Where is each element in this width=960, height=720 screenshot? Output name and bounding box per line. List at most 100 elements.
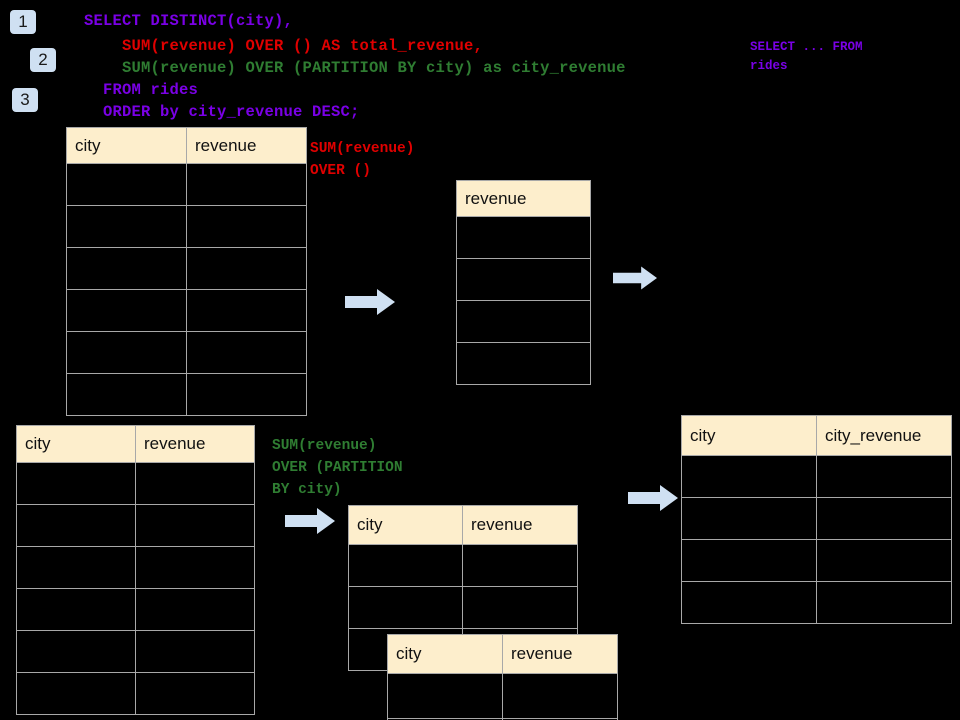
table-header-row: city revenue [66,127,307,164]
cell-city [66,331,187,374]
cell-city [16,588,136,631]
cell-city [66,289,187,332]
cell-revenue [135,672,255,715]
arrow-top-right-icon [613,266,657,290]
cell-revenue [456,342,591,385]
sql-line-from: FROM rides [84,81,199,99]
cell-revenue [186,331,307,374]
cell-revenue [462,586,578,629]
cell-revenue [135,462,255,505]
column-header-city: city [348,505,463,545]
table-row [681,455,952,498]
cell-city [681,497,817,540]
table-row [348,586,578,629]
cell-revenue [186,247,307,290]
sql-line-order-by: ORDER by city_revenue DESC; [84,103,360,121]
cell-city [681,539,817,582]
cell-city-revenue [816,497,952,540]
cell-revenue [186,205,307,248]
sql-line-city-revenue: SUM(revenue) OVER (PARTITION BY city) as… [84,59,626,77]
step-badge-1[interactable]: 1 [10,10,36,34]
table-row [387,673,618,719]
cell-revenue [135,630,255,673]
cell-city [16,462,136,505]
step-badge-3[interactable]: 3 [12,88,38,112]
cell-city-revenue [816,455,952,498]
cell-revenue [456,216,591,259]
table-row [456,300,591,343]
annotation-sum-over-partition: SUM(revenue) OVER (PARTITION BY city) [272,438,403,498]
cell-city-revenue [816,581,952,624]
table-row [66,373,307,416]
cell-revenue [135,588,255,631]
cell-city-revenue [816,539,952,582]
table-row [16,462,255,505]
table-rides-source-bottom: city revenue [16,425,255,715]
table-final-result: city city_revenue [681,415,952,624]
cell-city [66,247,187,290]
table-row [681,581,952,624]
column-header-city: city [681,415,817,456]
cell-revenue [186,163,307,206]
column-header-revenue: revenue [456,180,591,217]
cell-revenue [456,258,591,301]
table-header-row: city revenue [348,505,578,545]
table-header-row: city city_revenue [681,415,952,456]
cell-city [66,373,187,416]
table-row [387,718,618,720]
column-header-city: city [387,634,503,674]
column-header-city-revenue: city_revenue [816,415,952,456]
table-row [456,342,591,385]
cell-city [66,205,187,248]
table-row [66,205,307,248]
cell-city [681,581,817,624]
cell-city [66,163,187,206]
column-header-city: city [16,425,136,463]
table-row [66,163,307,206]
cell-revenue [186,373,307,416]
table-row [66,289,307,332]
annotation-sum-over-empty: SUM(revenue) OVER () [310,141,415,179]
arrow-bottom-right-icon [628,485,678,511]
arrow-top-left-icon [345,289,395,315]
cell-revenue [186,289,307,332]
column-header-revenue: revenue [502,634,618,674]
column-header-revenue: revenue [462,505,578,545]
cell-city [681,455,817,498]
table-row [348,544,578,587]
annotation-select-from-rides: SELECT ... FROM rides [750,40,863,73]
cell-city [16,546,136,589]
cell-city [348,544,463,587]
cell-revenue [135,504,255,547]
sql-line-total-revenue: SUM(revenue) OVER () AS total_revenue, [84,37,484,55]
table-header-row: revenue [456,180,591,217]
table-row [456,216,591,259]
cell-revenue [135,546,255,589]
column-header-revenue: revenue [186,127,307,164]
table-header-row: city revenue [16,425,255,463]
table-total-revenue-result: revenue [456,180,591,385]
cell-city [348,586,463,629]
table-row [681,497,952,540]
table-row [16,672,255,715]
arrow-bottom-left-icon [285,508,335,534]
table-row [16,504,255,547]
sql-line-select: SELECT DISTINCT(city), [84,12,294,30]
cell-city [16,630,136,673]
table-rides-source-top: city revenue [66,127,307,416]
step-badge-2[interactable]: 2 [30,48,56,72]
table-row [16,630,255,673]
table-row [66,331,307,374]
cell-revenue [462,544,578,587]
cell-revenue [502,718,618,720]
table-partition-group-front: city revenue [387,634,618,720]
table-header-row: city revenue [387,634,618,674]
table-row [16,546,255,589]
cell-city [16,672,136,715]
cell-city [16,504,136,547]
cell-city [387,673,503,719]
table-row [16,588,255,631]
cell-revenue [502,673,618,719]
column-header-revenue: revenue [135,425,255,463]
